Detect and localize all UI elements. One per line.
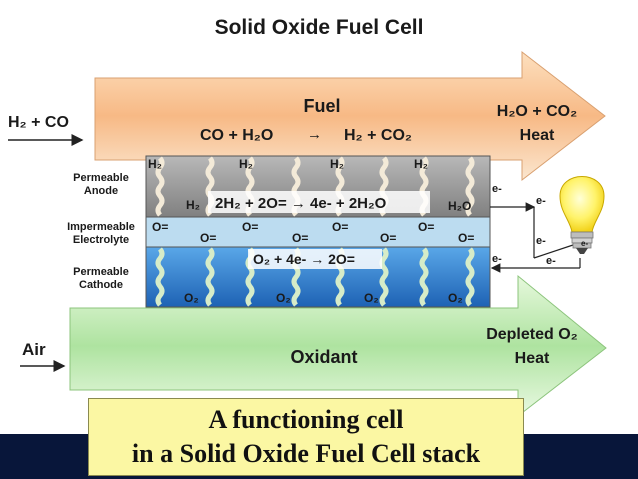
electron-label: e-: [536, 235, 546, 247]
electrolyte-layer: [145, 216, 491, 248]
light-bulb-icon: e-: [559, 176, 605, 254]
cathode-reaction-box: [248, 249, 382, 269]
external-circuit: e- e- e- e- e-: [490, 183, 581, 273]
oxide-ion-label: O=: [332, 220, 348, 234]
oxide-ion-label: O=: [242, 220, 258, 234]
oxide-ion-label: O=: [200, 231, 216, 245]
cathode-label-line2: Cathode: [79, 279, 123, 291]
o2-label: O₂: [276, 291, 291, 305]
shift-reaction-arrow: →: [307, 126, 322, 143]
fuel-output-line1: H₂O + CO₂: [497, 103, 577, 120]
oxide-ion-label: O=: [458, 231, 474, 245]
pore-channel: [155, 156, 165, 217]
pore-channel: [419, 247, 429, 307]
o2-label: O₂: [184, 291, 199, 305]
air-output-line2: Heat: [515, 350, 550, 367]
h2-label: H₂: [148, 157, 162, 171]
o2-labels: O₂ O₂ O₂ O₂: [184, 291, 463, 305]
oxide-ion-label: O=: [418, 220, 434, 234]
caption-line2: in a Solid Oxide Fuel Cell stack: [131, 439, 481, 468]
anode-label-line2: Anode: [84, 185, 118, 197]
anode-reaction-box: [208, 191, 430, 213]
layer-labels: Permeable Anode Impermeable Electrolyte …: [67, 172, 135, 291]
cathode-label-line1: Permeable: [73, 266, 129, 278]
h2-label: H₂: [414, 157, 428, 171]
electrolyte-label-line2: Electrolyte: [73, 234, 129, 246]
electron-label: e-: [546, 255, 556, 267]
air-flow-arrow: [69, 274, 607, 418]
air-input-label: Air: [22, 340, 46, 359]
oxide-ion-label: O=: [152, 220, 168, 234]
anode-reaction: 2H₂ + 2O= → 4e- + 2H₂O: [215, 195, 387, 212]
h2o-label: H₂O: [448, 199, 471, 213]
caption-line1: A functioning cell: [208, 405, 404, 434]
pore-channel: [155, 247, 165, 307]
circuit-wire: [533, 243, 577, 259]
h2-labels-top: H₂ H₂ H₂ H₂ H₂: [148, 157, 428, 212]
pore-channel: [465, 247, 475, 307]
electron-label: e-: [492, 183, 502, 195]
oxide-ion-label: O=: [380, 231, 396, 245]
h2-label: H₂: [186, 198, 200, 212]
oxidant-label: Oxidant: [290, 347, 357, 367]
fuel-label: Fuel: [303, 96, 340, 116]
electrolyte-label-line1: Impermeable: [67, 221, 135, 233]
electron-label: e-: [492, 253, 502, 265]
pore-channel: [379, 247, 389, 307]
oxide-ion-labels: O= O= O= O= O= O= O= O=: [152, 220, 474, 245]
h2-label: H₂: [330, 157, 344, 171]
shift-reaction-left: CO + H₂O: [200, 127, 273, 144]
electron-label: e-: [581, 239, 588, 248]
pore-channel: [205, 247, 215, 307]
oxide-ion-label: O=: [292, 231, 308, 245]
air-output-line1: Depleted O₂: [486, 326, 578, 343]
h2-label: H₂: [239, 157, 253, 171]
electron-label: e-: [536, 195, 546, 207]
o2-label: O₂: [364, 291, 379, 305]
fuel-input-label: H₂ + CO: [8, 114, 69, 131]
fuel-output-line2: Heat: [520, 127, 555, 144]
cathode-reaction: O₂ + 4e- → 2O=: [253, 251, 355, 267]
diagram-title: Solid Oxide Fuel Cell: [215, 16, 424, 39]
pore-channel: [465, 156, 475, 217]
anode-label-line1: Permeable: [73, 172, 129, 184]
caption-box: A functioning cell in a Solid Oxide Fuel…: [88, 398, 524, 476]
shift-reaction-right: H₂ + CO₂: [344, 127, 412, 144]
o2-label: O₂: [448, 291, 463, 305]
